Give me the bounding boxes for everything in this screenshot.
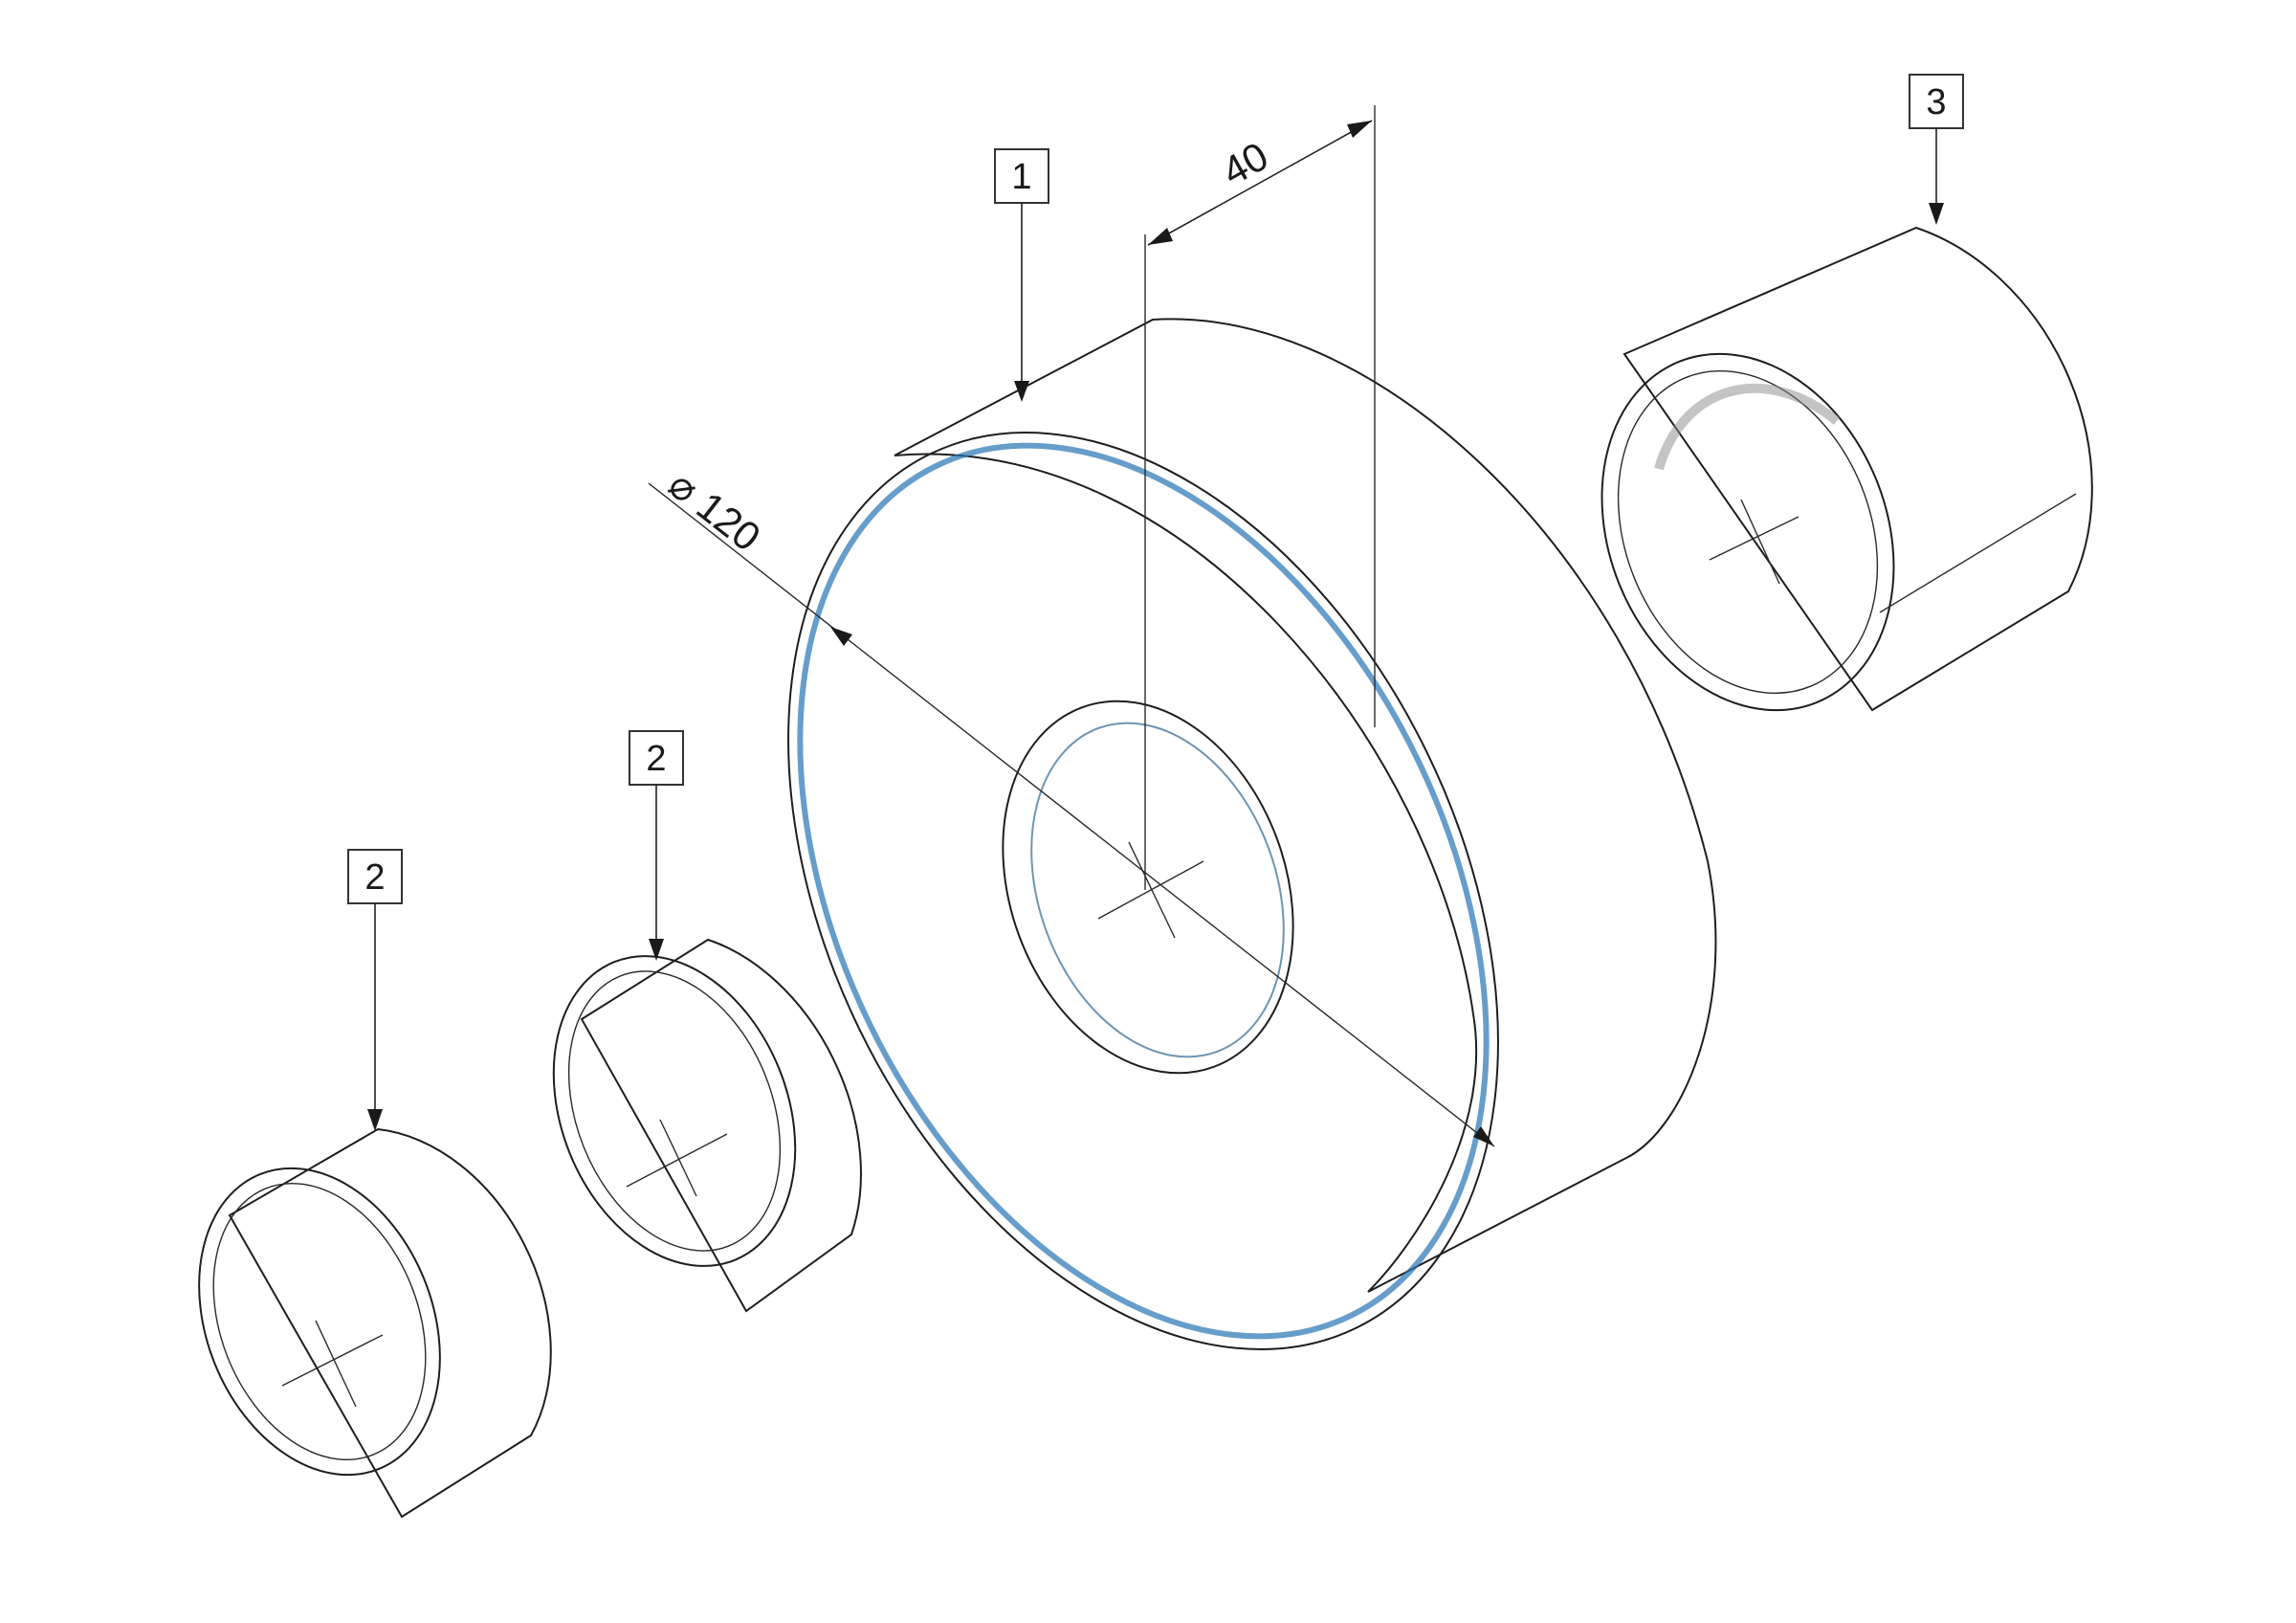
- bushing-part-2-middle: [552, 938, 862, 1313]
- balloon-label-2-middle: 2: [646, 739, 666, 779]
- balloon-label-3: 3: [1926, 82, 1946, 122]
- balloon-part-2-middle: 2: [629, 730, 684, 961]
- width-dimension-label: 40: [1215, 133, 1276, 194]
- bushing-part-2-left: [198, 1127, 552, 1519]
- bushing-part-3: [1601, 226, 2093, 712]
- balloon-part-1: 1: [994, 148, 1049, 402]
- diameter-dimension-label: ⌀ 120: [660, 461, 768, 560]
- balloon-part-2-left: 2: [347, 849, 403, 1131]
- balloon-label-1: 1: [1011, 157, 1031, 197]
- width-dimension: 40: [1144, 105, 1376, 890]
- balloon-label-2-left: 2: [364, 857, 385, 898]
- balloon-part-3: 3: [1909, 74, 1964, 225]
- diameter-dimension: ⌀ 120: [648, 461, 1495, 1147]
- wheel-part-1: [787, 318, 1717, 1350]
